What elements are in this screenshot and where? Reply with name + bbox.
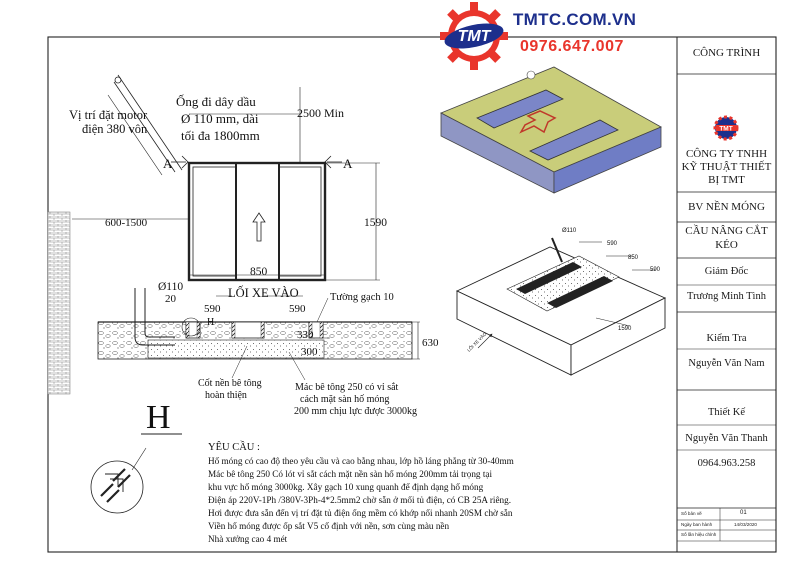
motor-position-label-2: điện 380 vôn — [82, 122, 148, 136]
issue-date-label: Ngày ban hành — [681, 522, 713, 527]
title-block-logo-letters: TMT — [719, 126, 732, 133]
iso-pit-left — [476, 89, 564, 129]
entry-arrow-icon — [252, 212, 266, 242]
motor-position-label-1: Vị trí đặt motor — [69, 108, 148, 122]
product-line-1: CẦU NÂNG CẮT — [685, 225, 768, 237]
title-block: TMT — [676, 37, 776, 552]
detail-h-marker: H — [207, 317, 214, 328]
brick-column — [47, 211, 71, 395]
concrete-label-3: 200 mm chịu lực được 3000kg — [294, 406, 417, 417]
requirement-line: khu vực hố móng 3000kg. Xây gạch 10 xung… — [208, 482, 484, 492]
product-line-2: KÉO — [715, 239, 738, 251]
checker-name: Nguyễn Văn Nam — [688, 358, 765, 369]
pipe-label-3: tối đa 1800mm — [181, 128, 260, 143]
section-view: LỐI XE VÀO Ø110 20 590 590 Tường gạch 10… — [97, 281, 439, 417]
requirement-line: Mác bê tông 250 Có lót vỉ sắt cách mặt n… — [208, 469, 492, 479]
company-line-1: CÔNG TY TNHH — [685, 148, 768, 160]
brick-wall-label: Tường gạch 10 — [330, 292, 394, 303]
requirement-line: Hố móng có cao độ theo yêu cầu và cao bằ… — [208, 456, 514, 466]
revision-label: Số lần hiệu chỉnh — [681, 532, 717, 537]
concrete-label-1: Mác bê tông 250 có vỉ sắt — [295, 382, 399, 393]
concrete-label-2: cách mặt sàn hố móng — [300, 394, 389, 405]
designer-name: Nguyễn Văn Thanh — [685, 433, 768, 444]
director-label: Giám Đốc — [704, 266, 749, 277]
dimension-300: 300 — [301, 346, 318, 358]
concrete-layer — [147, 339, 325, 359]
floor-label-2: hoàn thiện — [205, 390, 247, 401]
dimension-330: 330 — [297, 329, 314, 341]
requirement-line: Viền hố móng được ốp sắt V5 cố định với … — [208, 521, 450, 531]
hotline-number: 0976.647.007 — [520, 38, 624, 55]
designer-label: Thiết Kế — [707, 407, 746, 418]
title-block-logo: TMT — [713, 115, 739, 141]
motor-marker-icon — [114, 76, 122, 84]
tmt-gear-logo: TMT — [440, 2, 508, 70]
dimension-590-left: 590 — [204, 303, 221, 315]
dimension-1590: 1590 — [364, 217, 387, 229]
iso-red-arrow-icon — [519, 110, 557, 134]
iso-dimension-1590: 1590 — [618, 326, 632, 332]
pit-right — [278, 166, 322, 277]
sheet-number-label: Số bản vẽ — [681, 511, 702, 516]
iso-slab-colored — [440, 66, 662, 194]
project-label: CÔNG TRÌNH — [692, 47, 761, 59]
section-pipe-diameter: Ø110 — [158, 281, 183, 293]
iso-dimension-850: 850 — [628, 255, 639, 261]
iso-slab-line: Ø110 590 850 590 1590 LỐI XE VÀO — [455, 228, 667, 376]
company-line-3: BỊ TMT — [708, 174, 745, 186]
drawing-name: BV NỀN MÓNG — [688, 201, 765, 213]
pipe-label-2: Ø 110 mm, dài — [181, 111, 259, 126]
requirement-line: Hơi được đưa sẵn đến vị trí đặt tủ điện … — [208, 508, 513, 518]
iso-pipe-diameter: Ø110 — [562, 228, 577, 234]
iso-dimension-590-top: 590 — [607, 241, 618, 247]
requirement-line: Điện áp 220V-1Ph /380V-3Ph-4*2.5mm2 chờ … — [208, 495, 512, 505]
plan-view: Vị trí đặt motor điện 380 vôn Ống đi dây… — [47, 74, 387, 395]
entry-label: LỐI XE VÀO — [228, 285, 299, 300]
site-url: TMTC.COM.VN — [513, 10, 637, 29]
section-marker-left: A — [163, 156, 173, 171]
detail-h-letter: H — [146, 399, 171, 436]
detail-h: H — [90, 399, 182, 514]
designer-phone: 0964.963.258 — [697, 458, 756, 469]
section-marker-right: A — [343, 156, 353, 171]
requirement-line: Nhà xưởng cao 4 mét — [208, 534, 288, 544]
dimension-600-1500: 600-1500 — [105, 217, 148, 229]
checker-label: Kiểm Tra — [706, 333, 747, 344]
issue-date: 14/03/2020 — [734, 522, 757, 527]
iso-dimension-590-right: 590 — [650, 267, 661, 273]
pipe-label-1: Ống đi dây dầu — [176, 94, 256, 109]
dimension-850: 850 — [250, 266, 268, 278]
sheet-number: 01 — [740, 510, 747, 516]
dimension-630: 630 — [422, 337, 439, 349]
company-line-2: KỸ THUẬT THIẾT — [681, 161, 772, 173]
requirements-heading: YÊU CẦU : — [208, 442, 260, 453]
dimension-590-right: 590 — [289, 303, 306, 315]
director-name: Trương Minh Tình — [687, 291, 766, 302]
gear-logo-letters: TMT — [458, 28, 492, 45]
pit-left — [192, 166, 237, 277]
floor-label-1: Cốt nền bê tông — [198, 378, 262, 389]
iso-pit-right — [529, 119, 619, 161]
dimension-20: 20 — [165, 293, 177, 305]
dimension-2500-min: 2500 Min — [297, 106, 344, 120]
detail-h-circle-icon — [181, 317, 201, 337]
